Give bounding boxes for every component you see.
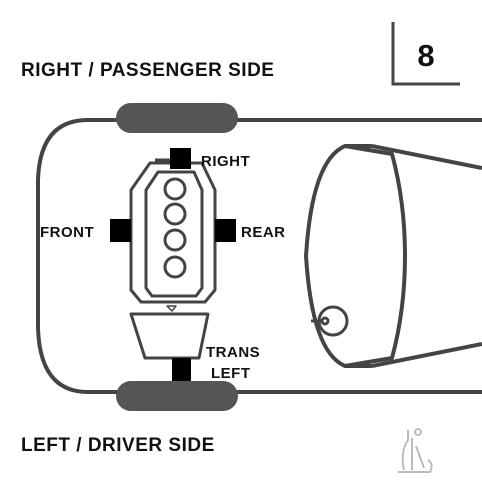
left-driver-side-label: LEFT / DRIVER SIDE	[21, 435, 215, 456]
steering-wheel-icon	[311, 305, 349, 337]
mount-rear	[215, 219, 236, 242]
car-body-outline	[36, 118, 482, 394]
mount-trans-label-line2: LEFT	[211, 365, 251, 382]
mount-trans-label-line1: TRANS	[206, 344, 260, 361]
anchor-logo-icon	[398, 428, 433, 473]
cylinder-3	[163, 228, 187, 252]
transmission	[129, 312, 210, 360]
right-passenger-side-label: RIGHT / PASSENGER SIDE	[21, 60, 274, 81]
mount-front	[110, 219, 131, 242]
tire-top	[116, 103, 238, 133]
cylinder-2	[163, 202, 187, 226]
cylinder-4	[163, 255, 187, 279]
diagram-number: 8	[417, 38, 434, 73]
diagram-number-box: 8	[391, 22, 460, 86]
mount-rear-label: REAR	[241, 224, 286, 241]
windshield-outline	[304, 144, 482, 368]
mount-trans-left	[172, 358, 191, 381]
engine-block	[129, 158, 217, 312]
mount-right	[170, 148, 191, 169]
mount-right-label: RIGHT	[201, 153, 250, 170]
cylinder-1	[163, 177, 187, 201]
mount-front-label: FRONT	[40, 224, 94, 241]
tire-bottom	[116, 381, 238, 411]
